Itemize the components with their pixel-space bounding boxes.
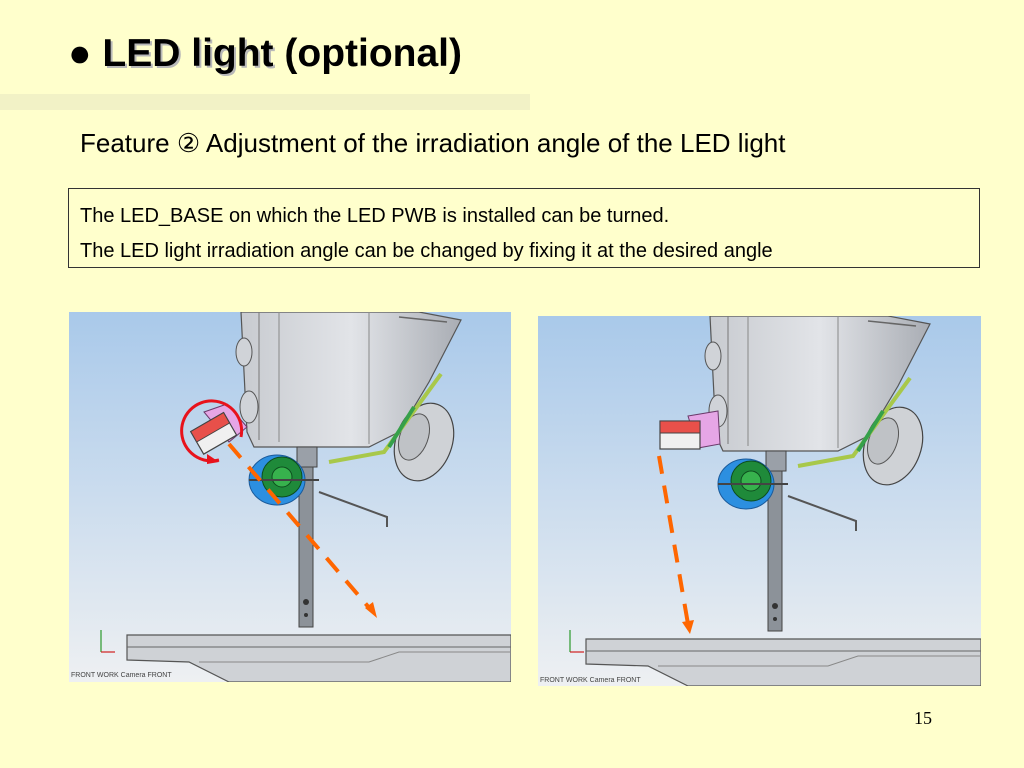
cad-image-standard: FRONT WORK Camera FRONT bbox=[538, 316, 981, 686]
page-number: 15 bbox=[914, 708, 932, 728]
slide-title: ● LED light (optional) bbox=[68, 32, 462, 76]
left-image-caption: FRONT WORK Camera FRONT bbox=[71, 672, 172, 679]
description-line-2: The LED light irradiation angle can be c… bbox=[80, 240, 773, 262]
title-main: LED light bbox=[102, 32, 274, 75]
description-box: The LED_BASE on which the LED PWB is ins… bbox=[68, 188, 980, 268]
title-underline-bar bbox=[0, 94, 530, 110]
feature-subtitle: Feature ② Adjustment of the irradiation … bbox=[80, 128, 786, 158]
cad-image-rotated: FRONT WORK Camera FRONT bbox=[69, 312, 511, 682]
title-optional: (optional) bbox=[284, 32, 463, 75]
description-line-1: The LED_BASE on which the LED PWB is ins… bbox=[80, 205, 670, 227]
bullet-icon: ● bbox=[68, 32, 92, 75]
right-image-caption: FRONT WORK Camera FRONT bbox=[540, 677, 641, 684]
